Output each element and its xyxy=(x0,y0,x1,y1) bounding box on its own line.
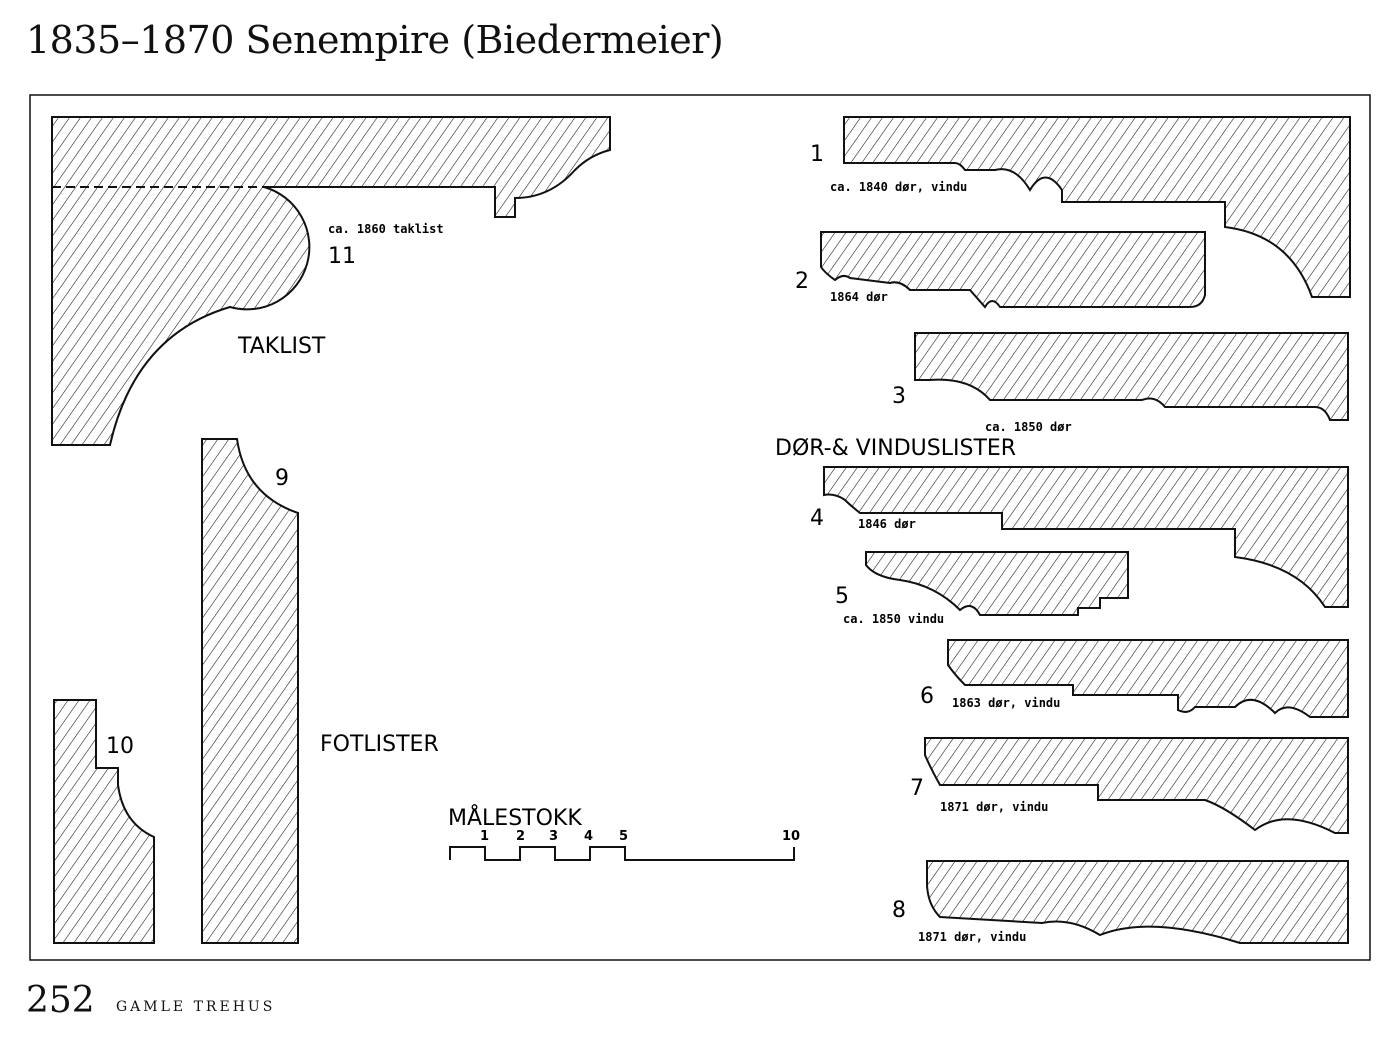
dorlist-number-7: 7 xyxy=(910,776,924,801)
dorlist-caption-2: 1864 dør xyxy=(830,290,888,304)
scale-tick-2: 2 xyxy=(516,829,525,844)
scale-tick-10: 10 xyxy=(782,829,800,844)
dorlist-profile-2 xyxy=(820,231,1206,309)
scale-heading: MÅLESTOKK xyxy=(448,804,582,831)
page-number: 252 xyxy=(26,980,95,1021)
dorlist-caption-6: 1863 dør, vindu xyxy=(952,696,1060,710)
dorlister-heading: DØR-& VINDUSLISTER xyxy=(775,436,1016,461)
taklist-heading: TAKLIST xyxy=(237,334,326,359)
scale-tick-1: 1 xyxy=(480,829,489,844)
dorlist-profile-3 xyxy=(914,332,1349,421)
scale-tick-4: 4 xyxy=(584,829,593,844)
fotlist-number-9: 9 xyxy=(275,466,289,491)
fotlist-profile-9 xyxy=(201,438,299,944)
fotlister-heading: FOTLISTER xyxy=(320,732,439,757)
dorlist-number-6: 6 xyxy=(920,684,934,709)
dorlist-number-3: 3 xyxy=(892,384,906,409)
dorlist-profile-5 xyxy=(865,551,1129,616)
dorlist-caption-5: ca. 1850 vindu xyxy=(843,612,944,626)
scale-tick-3: 3 xyxy=(549,829,558,844)
dorlist-number-5: 5 xyxy=(835,584,849,609)
fotlist-number-10: 10 xyxy=(106,734,134,759)
scale-bar xyxy=(449,846,795,861)
dorlist-number-1: 1 xyxy=(810,142,824,167)
taklist-number: 11 xyxy=(328,244,356,269)
taklist-caption: ca. 1860 taklist xyxy=(328,222,444,236)
book-title: GAMLE TREHUS xyxy=(116,999,276,1015)
dorlist-profile-7 xyxy=(924,737,1349,834)
taklist-profile-11 xyxy=(51,116,611,446)
dorlist-number-8: 8 xyxy=(892,898,906,923)
page-title: 1835–1870 Senempire (Biedermeier) xyxy=(26,18,724,62)
scale-tick-5: 5 xyxy=(619,829,628,844)
dorlist-caption-7: 1871 dør, vindu xyxy=(940,800,1048,814)
dorlist-caption-4: 1846 dør xyxy=(858,517,916,531)
dorlist-number-2: 2 xyxy=(795,269,809,294)
dorlist-number-4: 4 xyxy=(810,506,824,531)
fotlist-profile-10 xyxy=(53,699,155,944)
dorlist-caption-3: ca. 1850 dør xyxy=(985,420,1072,434)
dorlist-caption-1: ca. 1840 dør, vindu xyxy=(830,180,967,194)
dorlist-profile-8 xyxy=(926,860,1349,944)
dorlist-profile-1 xyxy=(843,116,1351,298)
profiles-drawing: ca. 1860 taklist 11 TAKLIST 9 10 FOTLIST… xyxy=(29,94,1371,961)
dorlist-profile-4 xyxy=(823,466,1349,608)
molding-profiles-figure: ca. 1860 taklist 11 TAKLIST 9 10 FOTLIST… xyxy=(29,94,1371,961)
dorlist-caption-8: 1871 dør, vindu xyxy=(918,930,1026,944)
dorlist-profile-6 xyxy=(947,639,1349,718)
figure-border xyxy=(29,94,1371,961)
